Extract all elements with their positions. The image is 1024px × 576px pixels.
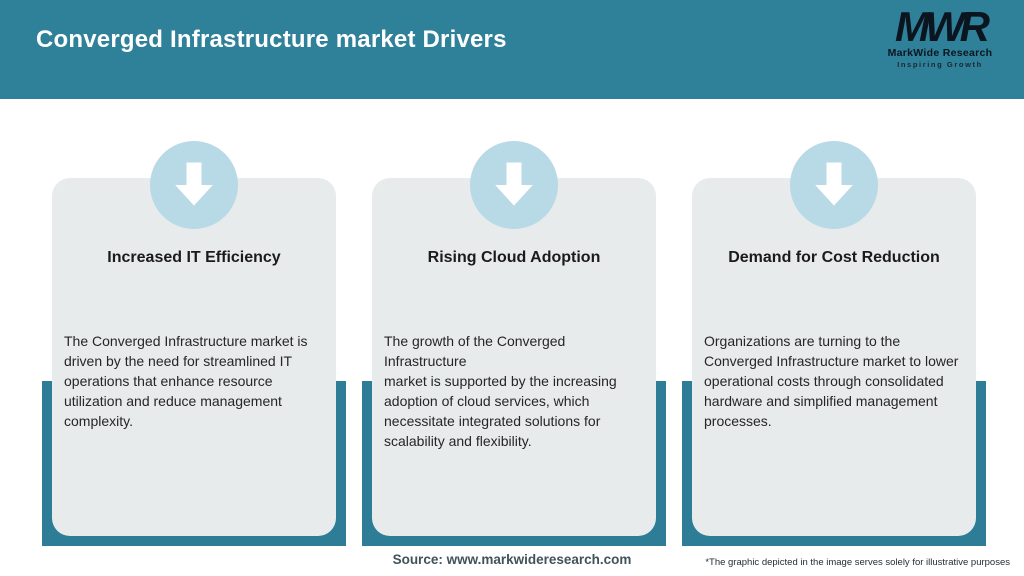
driver-card: Increased IT Efficiency The Converged In… [52, 178, 336, 536]
card-description: Organizations are turning to the Converg… [704, 333, 959, 429]
driver-card-group-2: Rising Cloud Adoption The growth of the … [362, 141, 666, 546]
card-description: The growth of the Converged Infrastructu… [384, 333, 617, 449]
driver-card: Demand for Cost Reduction Organizations … [692, 178, 976, 536]
page-title: Converged Infrastructure market Drivers [36, 26, 507, 53]
card-title: Demand for Cost Reduction [728, 249, 940, 266]
down-arrow-icon [790, 141, 878, 229]
card-description: The Converged Infrastructure market is d… [64, 333, 308, 429]
source-text: Source: www.markwideresearch.com [392, 552, 632, 567]
header-bar: Converged Infrastructure market Drivers … [0, 0, 1024, 99]
down-arrow-icon [470, 141, 558, 229]
driver-card-group-1: Increased IT Efficiency The Converged In… [42, 141, 346, 546]
logo-wordmark: MarkWide Research [887, 47, 993, 59]
markwide-research-logo: MWR MarkWide Research Inspiring Growth [870, 3, 1010, 70]
driver-card: Rising Cloud Adoption The growth of the … [372, 178, 656, 536]
card-title: Rising Cloud Adoption [427, 249, 601, 266]
logo-monogram: MWR [895, 3, 990, 50]
down-arrow-icon [150, 141, 238, 229]
disclaimer-text: *The graphic depicted in the image serve… [705, 557, 1010, 568]
logo-tagline: Inspiring Growth [897, 60, 983, 69]
driver-card-group-3: Demand for Cost Reduction Organizations … [682, 141, 986, 546]
card-title: Increased IT Efficiency [107, 249, 281, 266]
